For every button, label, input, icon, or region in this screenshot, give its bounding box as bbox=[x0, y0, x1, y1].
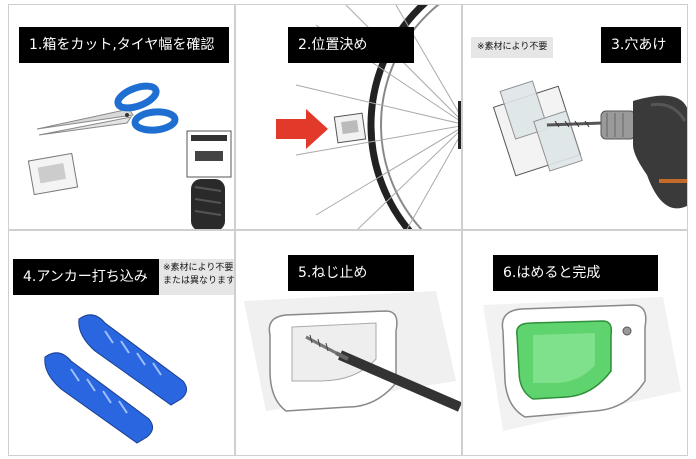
step-4-note: ※素材により不要、 または異なります bbox=[159, 259, 235, 295]
step-4-panel: 4.アンカー打ち込み ※素材により不要、 または異なります bbox=[8, 230, 235, 456]
step-3-note: ※素材により不要 bbox=[471, 37, 554, 58]
step-4-note-line-1: ※素材により不要、 bbox=[163, 263, 235, 273]
step-1-panel: 1.箱をカット,タイヤ幅を確認 bbox=[8, 4, 235, 230]
screw-fixing-illustration bbox=[244, 291, 461, 412]
step-6-title: 6.はめると完成 bbox=[493, 255, 658, 291]
step-1-title: 1.箱をカット,タイヤ幅を確認 bbox=[19, 27, 229, 63]
step-3-panel: ※素材により不要 3.穴あけ bbox=[462, 4, 688, 230]
wheel-position-illustration bbox=[276, 5, 461, 229]
instruction-grid: 1.箱をカット,タイヤ幅を確認 bbox=[8, 4, 688, 456]
drill-illustration bbox=[492, 80, 687, 209]
step-2-panel: 2.位置決め bbox=[235, 4, 462, 230]
step-5-title: 5.ねじ止め bbox=[288, 255, 414, 291]
step-6-panel: 6.はめると完成 bbox=[462, 230, 688, 456]
scissors-and-box-illustration bbox=[27, 82, 232, 229]
anchor-illustration bbox=[44, 314, 187, 444]
step-4-note-line-2: または異なります bbox=[163, 276, 235, 286]
step-4-title: 4.アンカー打ち込み bbox=[13, 259, 163, 295]
completed-holder-illustration bbox=[483, 297, 681, 431]
step-2-title: 2.位置決め bbox=[288, 27, 414, 63]
step-5-panel: 5.ねじ止め bbox=[235, 230, 462, 456]
step-3-title: 3.穴あけ bbox=[601, 27, 681, 63]
